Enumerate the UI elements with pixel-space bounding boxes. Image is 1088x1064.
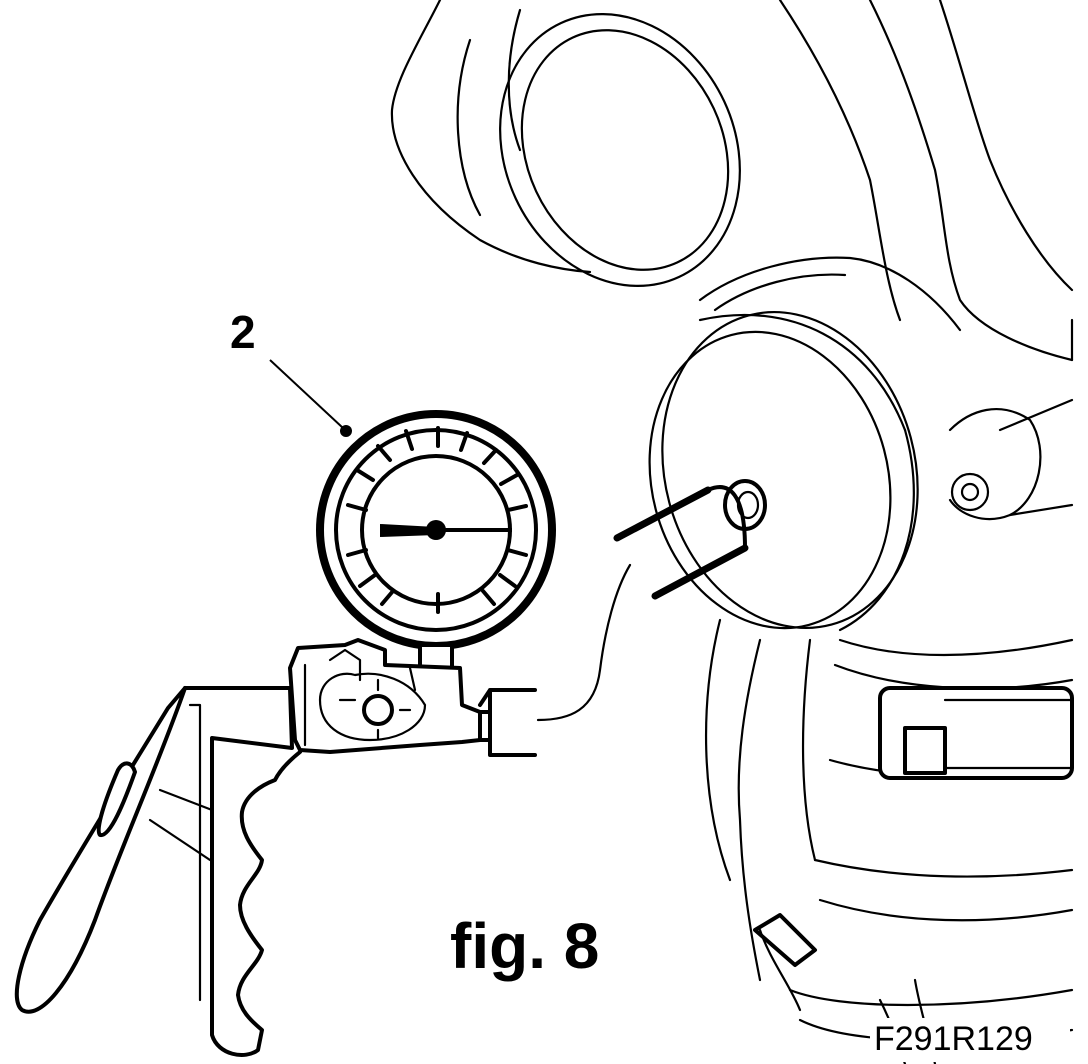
callout-2: 2 bbox=[230, 306, 352, 437]
callout-number: 2 bbox=[230, 306, 256, 358]
figure-caption: fig. 8 bbox=[450, 910, 599, 982]
vacuum-hose bbox=[536, 485, 749, 722]
leader-line bbox=[269, 359, 344, 429]
leader-dot bbox=[340, 425, 352, 437]
hand-vacuum-pump bbox=[14, 410, 556, 1057]
reference-code: F291R129 bbox=[874, 1020, 1033, 1058]
vacuum-gauge bbox=[316, 410, 556, 650]
